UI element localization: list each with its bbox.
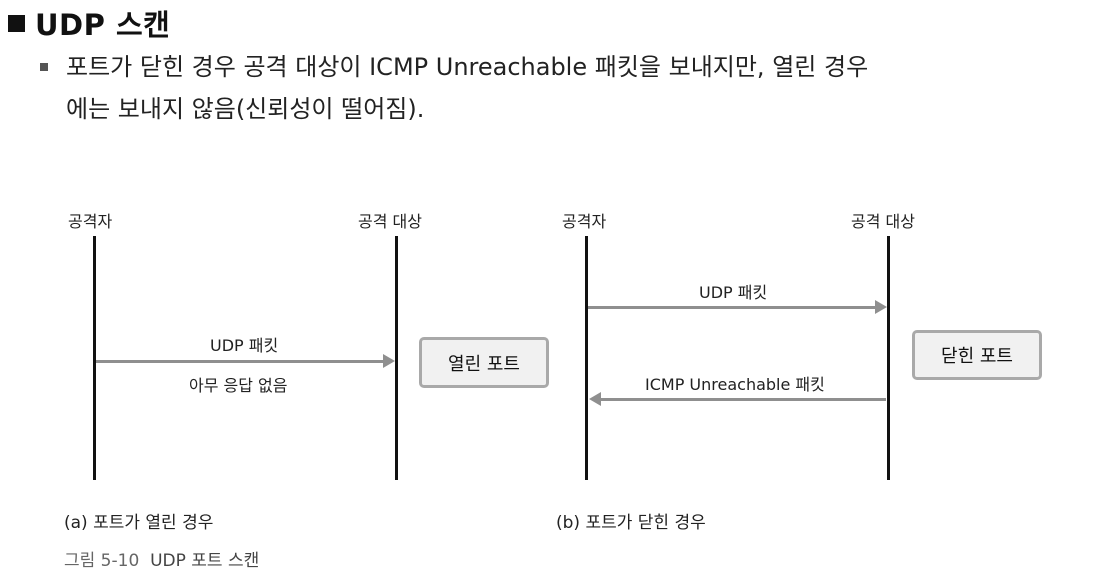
- diagram-b-target-lifeline: [887, 236, 890, 480]
- diagram-b-port-state-text: 닫힌 포트: [941, 346, 1013, 367]
- diagram-b-target-label: 공격 대상: [851, 212, 915, 231]
- diagram-a-response-label: 아무 응답 없음: [189, 376, 288, 395]
- diagram-a-caption: (a) 포트가 열린 경우: [64, 513, 214, 533]
- bullet-paragraph: 포트가 닫힌 경우 공격 대상이 ICMP Unreachable 패킷을 보내…: [40, 46, 1090, 130]
- diagram-a-packet-label: UDP 패킷: [210, 336, 279, 355]
- diagram-b-caption: (b) 포트가 닫힌 경우: [556, 513, 706, 533]
- diagram-b-response-arrow: [600, 398, 886, 401]
- bullet-line-1: 포트가 닫힌 경우 공격 대상이 ICMP Unreachable 패킷을 보내…: [66, 53, 869, 81]
- figure-title: UDP 포트 스캔: [150, 551, 260, 571]
- section-heading-text: UDP 스캔: [35, 8, 171, 42]
- figure-number: 그림 5-10: [64, 551, 140, 571]
- diagram-a-attacker-label: 공격자: [68, 212, 113, 231]
- section-heading: UDP 스캔: [8, 2, 170, 44]
- diagram-a-port-state-box: 열린 포트: [419, 337, 549, 388]
- diagram-b-arrow-head-left-icon: [589, 392, 601, 406]
- diagram-a-target-label: 공격 대상: [358, 212, 422, 231]
- diagram-a-arrow-head-right-icon: [383, 354, 395, 368]
- diagram-a-port-state-text: 열린 포트: [448, 353, 520, 375]
- diagram-b-packet-arrow: [588, 306, 876, 309]
- diagram-b-arrow-head-right-icon: [875, 300, 887, 314]
- diagram-b-packet-label: UDP 패킷: [699, 283, 768, 302]
- diagram-b-response-label: ICMP Unreachable 패킷: [645, 375, 825, 394]
- diagram-b-attacker-lifeline: [585, 236, 588, 480]
- diagram-b-port-state-box: 닫힌 포트: [912, 330, 1042, 380]
- small-square-bullet-icon: [40, 63, 48, 71]
- figure-caption: 그림 5-10 UDP 포트 스캔: [64, 546, 259, 571]
- diagram-a-attacker-lifeline: [93, 236, 96, 480]
- diagram-b-attacker-label: 공격자: [562, 212, 607, 231]
- diagram-a-packet-arrow: [96, 360, 384, 363]
- diagram-a-target-lifeline: [395, 236, 398, 480]
- bullet-line-2: 에는 보내지 않음(신뢰성이 떨어짐).: [66, 95, 425, 123]
- square-bullet-icon: [8, 15, 25, 32]
